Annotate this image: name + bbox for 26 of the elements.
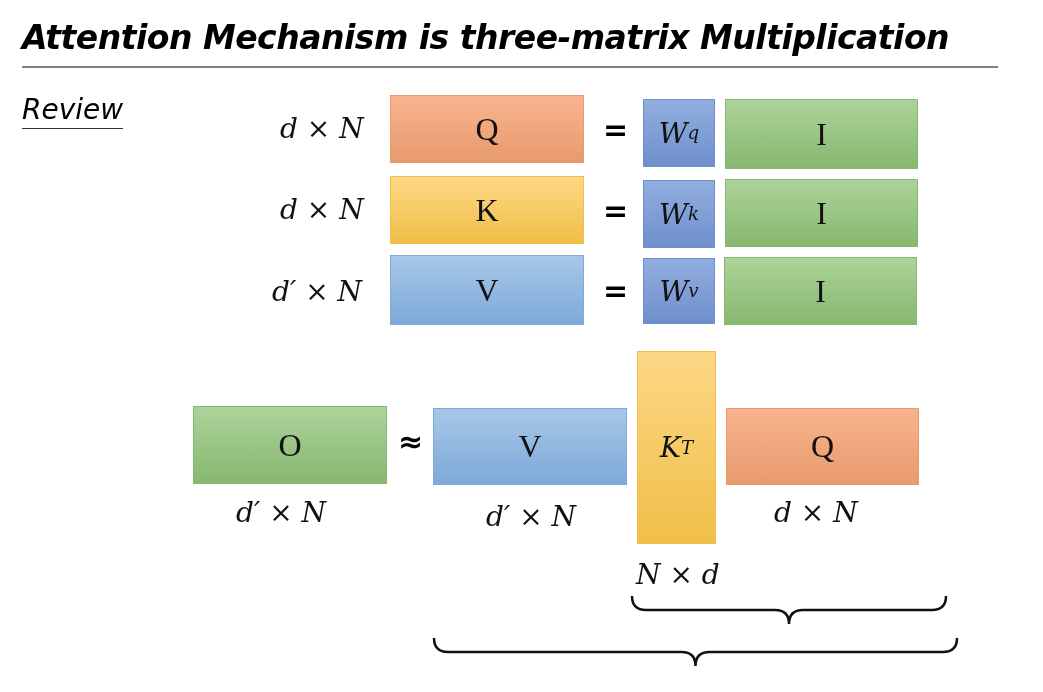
- matrix-box: I: [724, 257, 917, 325]
- dimension-label: N × d: [636, 558, 720, 591]
- weight-matrix-box: W$^{q}$: [643, 99, 715, 167]
- dimension-label: d × N: [280, 193, 364, 226]
- matrix-box: I: [725, 179, 918, 247]
- dimension-label: d′ × N: [272, 275, 363, 308]
- equals-sign: =: [603, 273, 629, 308]
- dimension-label: d × N: [774, 496, 858, 529]
- dimension-label: d′ × N: [486, 500, 577, 533]
- dimension-label: d × N: [280, 112, 364, 145]
- matrix-box: Q: [726, 408, 919, 485]
- section-heading: Review: [22, 93, 124, 129]
- weight-matrix-box: W$^{k}$: [643, 180, 715, 248]
- matrix-box: V: [433, 408, 627, 485]
- matrix-box: Q: [390, 95, 584, 163]
- weight-matrix-box: W$^{v}$: [643, 258, 715, 324]
- equals-sign: =: [603, 193, 629, 228]
- dimension-label: d′ × N: [236, 496, 327, 529]
- approx-sign: ≈: [398, 424, 424, 459]
- equals-sign: =: [603, 112, 629, 147]
- matrix-box: V: [390, 255, 584, 325]
- matrix-box: K: [390, 176, 584, 244]
- matrix-box: K$^{T}$: [637, 351, 716, 544]
- matrix-box: I: [725, 99, 918, 169]
- slide-title: Attention Mechanism is three-matrix Multiplication: [22, 18, 950, 57]
- matrix-box: O: [193, 406, 387, 484]
